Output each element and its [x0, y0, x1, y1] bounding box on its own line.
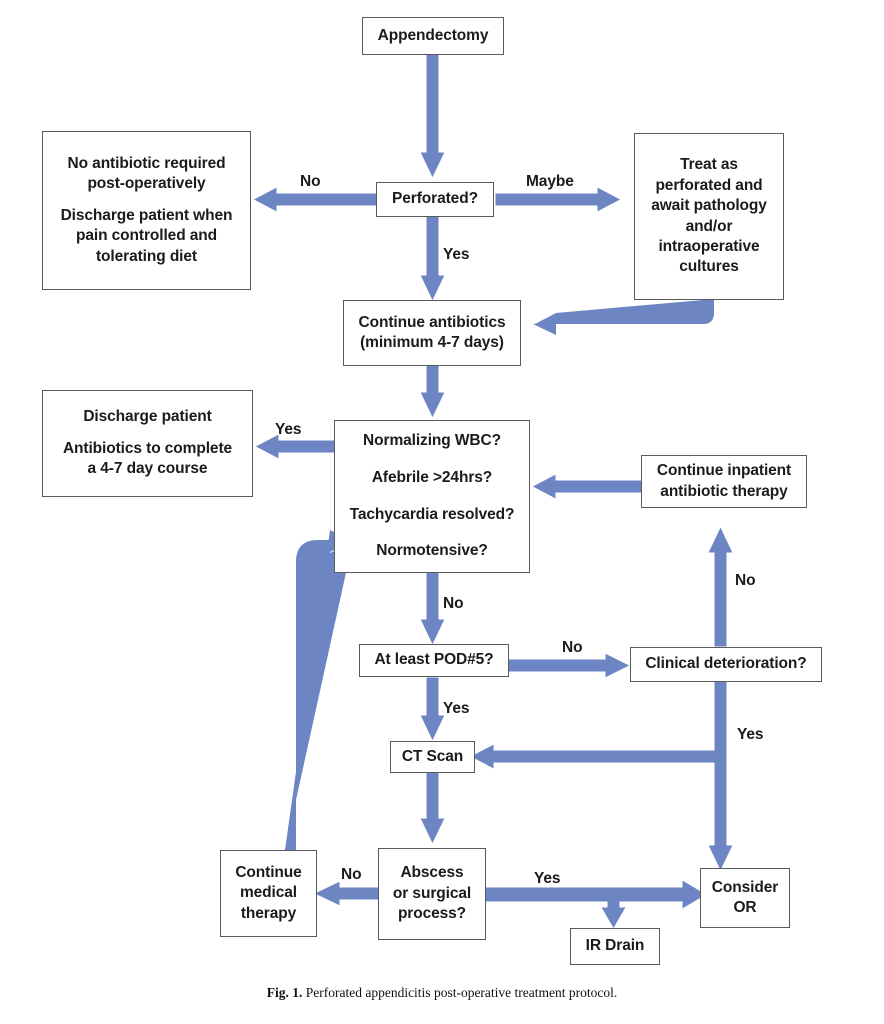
medical-line-2: medical [239, 884, 298, 902]
node-appendectomy-label: Appendectomy [377, 26, 489, 44]
node-discharge-patient[interactable]: Discharge patient Antibiotics to complet… [42, 390, 253, 497]
criteria-line-2: Afebrile >24hrs? [371, 468, 493, 486]
continue-abx-line-1: Continue antibiotics [358, 313, 506, 331]
arrow-appendectomy-to-perforated [420, 54, 445, 178]
arrow-perforated-no [253, 187, 377, 212]
edge-label-perforated-maybe: Maybe [526, 173, 574, 190]
no-antibiotic-line-1: No antibiotic required [67, 154, 226, 172]
edge-label-criteria-no: No [443, 595, 464, 612]
arrow-abscess-yes [485, 880, 706, 909]
node-ir-drain[interactable]: IR Drain [570, 928, 660, 965]
criteria-line-1: Normalizing WBC? [363, 432, 501, 450]
arrow-deterioration-no [708, 527, 733, 647]
arrow-continue-antibiotics-to-criteria [420, 365, 445, 418]
node-perforated-label: Perforated? [392, 190, 478, 208]
arrow-pod5-yes [420, 677, 445, 741]
edge-label-pod5-yes: Yes [443, 700, 470, 717]
medical-line-1: Continue [235, 863, 302, 881]
inpatient-line-1: Continue inpatient [656, 462, 792, 480]
figure-caption-text: Perforated appendicitis post-operative t… [305, 985, 618, 1000]
arrow-medical-therapy-to-criteria [285, 529, 353, 850]
node-continue-medical-therapy[interactable]: Continue medical therapy [220, 850, 317, 937]
abscess-line-3: process? [397, 905, 467, 923]
arrow-criteria-no [420, 572, 445, 645]
edge-label-deterioration-no: No [735, 572, 756, 589]
inpatient-line-2: antibiotic therapy [660, 482, 788, 500]
node-continue-antibiotics[interactable]: Continue antibiotics (minimum 4-7 days) [343, 300, 521, 366]
node-abscess-or-surgical-process[interactable]: Abscess or surgical process? [378, 848, 486, 940]
node-treat-as-perforated[interactable]: Treat as perforated and await pathology … [634, 133, 784, 300]
arrow-perforated-yes [420, 216, 445, 301]
discharge-line-1: Discharge patient [83, 408, 212, 426]
abscess-line-2: or surgical [392, 884, 472, 902]
edge-label-abscess-yes: Yes [534, 870, 561, 887]
node-ct-scan-label: CT Scan [401, 747, 464, 765]
discharge-line-2: Antibiotics to complete [62, 439, 233, 457]
discharge-line-3: a 4-7 day course [87, 460, 208, 478]
arrow-abscess-no [314, 881, 379, 906]
edge-label-pod5-no: No [562, 639, 583, 656]
edge-label-abscess-no: No [341, 866, 362, 883]
no-antibiotic-line-2: post-operatively [87, 175, 206, 193]
arrow-deterioration-yes-to-ct [470, 744, 721, 769]
edge-label-criteria-yes: Yes [275, 421, 302, 438]
node-deterioration-label: Clinical deterioration? [645, 655, 807, 673]
treat-line-5: intraoperative [658, 237, 760, 255]
node-continue-inpatient-therapy[interactable]: Continue inpatient antibiotic therapy [641, 455, 807, 508]
consider-or-line-2: OR [733, 899, 757, 916]
continue-abx-line-2: (minimum 4-7 days) [360, 334, 504, 351]
figure-caption-prefix: Fig. 1. [266, 985, 303, 1000]
node-consider-or[interactable]: Consider OR [700, 868, 790, 928]
treat-line-3: await pathology [651, 197, 767, 215]
treat-line-4: and/or [685, 217, 733, 235]
arrow-pod5-no [508, 653, 630, 678]
treat-line-2: perforated and [655, 176, 763, 194]
node-perforated[interactable]: Perforated? [376, 182, 494, 217]
medical-line-3: therapy [240, 904, 297, 922]
abscess-line-1: Abscess [400, 864, 464, 882]
edge-label-perforated-yes: Yes [443, 246, 470, 263]
no-antibiotic-line-3: Discharge patient when [60, 206, 233, 224]
node-pod5-label: At least POD#5? [374, 651, 494, 669]
treat-line-1: Treat as [680, 156, 738, 174]
arrow-treat-to-continue-antibiotics [533, 300, 714, 335]
arrow-perforated-maybe [495, 187, 621, 212]
consider-or-line-1: Consider [711, 878, 779, 896]
no-antibiotic-line-4: pain controlled and [75, 227, 218, 245]
arrow-deterioration-yes [708, 681, 733, 871]
edge-label-deterioration-yes: Yes [737, 726, 764, 743]
node-no-antibiotic-required[interactable]: No antibiotic required post-operatively … [42, 131, 251, 290]
criteria-line-4: Normotensive? [376, 542, 488, 560]
node-ct-scan[interactable]: CT Scan [390, 741, 475, 773]
node-appendectomy[interactable]: Appendectomy [362, 17, 504, 55]
treat-line-6: cultures [679, 258, 739, 276]
node-clinical-criteria[interactable]: Normalizing WBC? Afebrile >24hrs? Tachyc… [334, 420, 530, 573]
node-clinical-deterioration[interactable]: Clinical deterioration? [630, 647, 822, 682]
arrow-yes-to-ir-drain [601, 897, 626, 928]
arrow-inpatient-to-criteria [532, 474, 645, 499]
edge-label-perforated-no: No [300, 173, 321, 190]
figure-caption: Fig. 1. Perforated appendicitis post-ope… [0, 985, 884, 1001]
arrow-ct-to-abscess [420, 772, 445, 844]
node-ir-drain-label: IR Drain [585, 937, 645, 955]
node-at-least-pod5[interactable]: At least POD#5? [359, 644, 509, 677]
criteria-line-3: Tachycardia resolved? [349, 505, 515, 523]
no-antibiotic-line-5: tolerating diet [96, 247, 197, 265]
